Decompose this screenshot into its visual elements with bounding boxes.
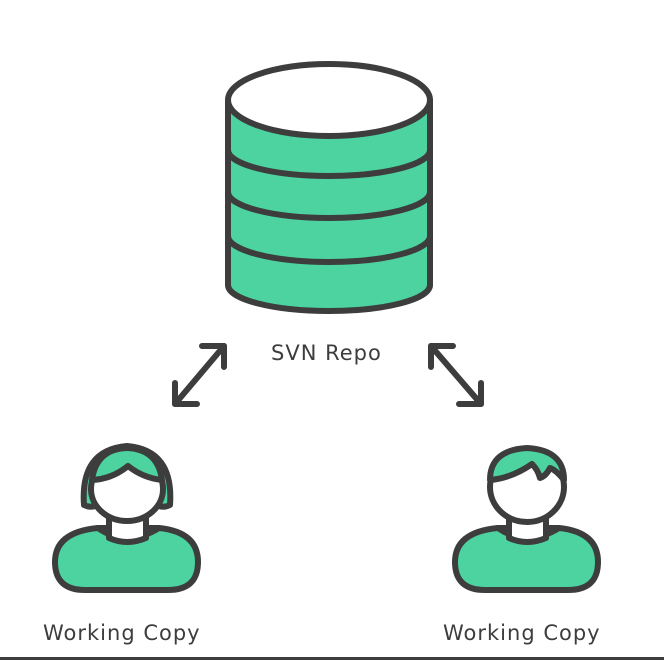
database-top [225, 61, 433, 139]
bidirectional-arrow-icon [172, 343, 227, 407]
shoulders [52, 525, 201, 593]
database-icon [225, 61, 433, 314]
repo-label: SVN Repo [271, 341, 382, 365]
user-male-icon [452, 445, 601, 593]
bottom-rule [0, 657, 664, 660]
database-ring-1 [225, 147, 433, 179]
hair [487, 445, 567, 483]
working-copy-label-right: Working Copy [443, 621, 601, 645]
hair-fringe [89, 445, 165, 483]
database-ring-3 [225, 233, 433, 265]
database-ring-2 [225, 189, 433, 221]
bidirectional-arrow-icon [428, 343, 484, 407]
working-copy-label-left: Working Copy [43, 621, 201, 645]
user-female-icon [52, 443, 201, 593]
shoulders [452, 525, 601, 593]
